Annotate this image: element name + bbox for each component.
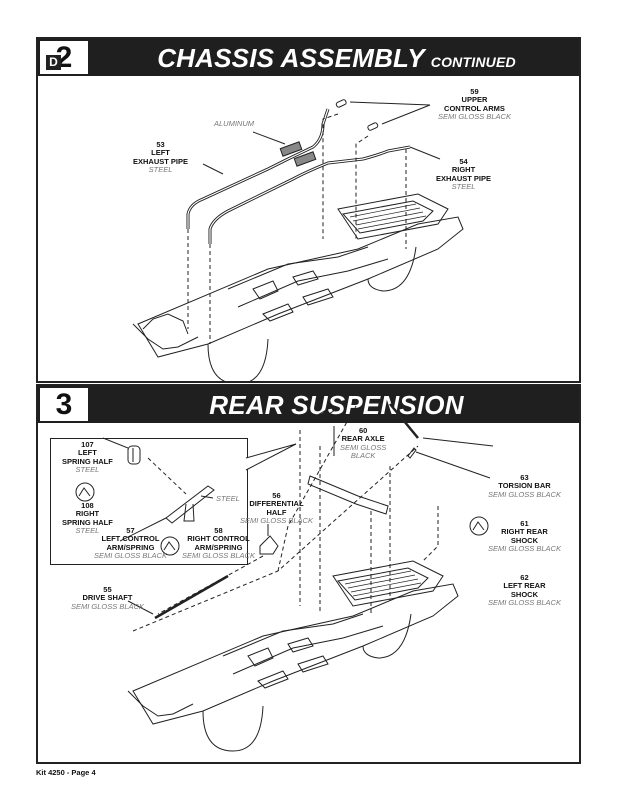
part-108-label: 108 RIGHT SPRING HALF STEEL (62, 501, 113, 535)
part-name-line2: ARM/SPRING (106, 542, 155, 552)
step-title: REAR SUSPENSION (209, 390, 464, 420)
part-name-line1: RIGHT CONTROL (187, 534, 250, 544)
page-footer: Kit 4250 - Page 4 (36, 768, 96, 777)
part-name-line1: LEFT REAR (503, 581, 546, 591)
part-number: 56 (272, 491, 281, 500)
part-number: 61 (520, 519, 529, 528)
upper-arm-1 (335, 99, 347, 108)
part-name-line2: EXHAUST PIPE (133, 156, 189, 166)
part-name-line1: LEFT (151, 148, 170, 158)
part-62-label: 62 LEFT REAR SHOCK SEMI GLOSS BLACK (488, 573, 561, 607)
left-exhaust-pipe-drawing (186, 108, 330, 229)
torsion-bar-drawing (389, 403, 419, 439)
mirror-part-icon (469, 516, 489, 536)
part-name-line2: SHOCK (510, 535, 539, 545)
part-number: 59 (470, 87, 479, 96)
mirror-part-icon (160, 536, 180, 556)
part-finish: STEEL (148, 164, 173, 174)
drive-shaft-drawing (154, 574, 229, 620)
front-wheel-well (207, 338, 269, 381)
spring-half-drawing (127, 445, 141, 465)
aluminum-label: ALUMINUM (214, 119, 255, 128)
part-finish: SEMI GLOSS BLACK (240, 515, 313, 525)
part-number: 58 (214, 526, 223, 535)
part-61-label: 61 RIGHT REAR SHOCK SEMI GLOSS BLACK (488, 519, 561, 553)
control-arm-drawing (165, 485, 215, 524)
part-55-label: 55 DRIVE SHAFT SEMI GLOSS BLACK (71, 585, 144, 611)
part-name-line1: TORSION BAR (498, 481, 551, 491)
part-name-line1: DRIVE SHAFT (82, 593, 133, 603)
muffler-left (279, 141, 303, 157)
rear-suspension-diagram (75, 403, 494, 752)
part-57-label: 57 LEFT CONTROL ARM/SPRING SEMI GLOSS BL… (94, 526, 167, 560)
step-title-text: CHASSIS ASSEMBLY (157, 43, 425, 73)
part-number: 62 (520, 573, 529, 582)
chassis-frame-drawing (127, 560, 459, 752)
rear-axle-drawing (307, 475, 389, 515)
upper-arm-2 (367, 122, 379, 131)
steel-label: STEEL (216, 494, 240, 503)
part-number: 60 (358, 426, 368, 435)
part-name-line2: ARM/SPRING (194, 542, 243, 552)
part-finish: SEMI GLOSS BLACK (71, 601, 144, 611)
part-number: 53 (156, 140, 165, 149)
part-finish: BLACK (350, 450, 376, 460)
rear-wheel-well (367, 246, 417, 292)
part-56-label: 56 DIFFERENTIAL HALF SEMI GLOSS BLACK (240, 491, 313, 525)
part-finish: SEMI GLOSS BLACK (94, 550, 167, 560)
rear-shock-drawing (407, 447, 417, 459)
part-name-line1: RIGHT (451, 165, 476, 175)
part-name-line1: RIGHT REAR (501, 527, 548, 537)
part-finish: SEMI GLOSS (340, 442, 387, 452)
front-wheel-well (202, 705, 264, 752)
part-number: 63 (520, 473, 529, 482)
part-60-label: 60 REAR AXLE SEMI GLOSS BLACK (340, 426, 387, 460)
step-3-header: 3 REAR SUSPENSION (38, 386, 579, 423)
part-53-label: 53 LEFT EXHAUST PIPE STEEL (133, 140, 189, 174)
part-finish: SEMI GLOSS BLACK (488, 543, 561, 553)
part-name-line2: SHOCK (510, 589, 539, 599)
step-title-suffix: CONTINUED (430, 54, 516, 70)
part-finish: STEEL (75, 525, 100, 535)
part-name-line1: LEFT (78, 448, 97, 458)
chassis-exhaust-diagram (132, 99, 464, 381)
mirror-part-icon (75, 482, 95, 502)
step-number: 3 (40, 388, 88, 421)
part-name-line1: DIFFERENTIAL (249, 499, 304, 509)
part-63-label: 63 TORSION BAR SEMI GLOSS BLACK (488, 473, 561, 499)
part-name-line2: EXHAUST PIPE (436, 173, 492, 183)
part-number: 55 (103, 585, 112, 594)
part-finish: SEMI GLOSS BLACK (488, 597, 561, 607)
differential-half-drawing (259, 535, 279, 555)
part-59-label: 59 UPPER CONTROL ARMS SEMI GLOSS BLACK (438, 87, 511, 121)
part-name-line1: LEFT CONTROL (101, 534, 160, 544)
part-finish: SEMI GLOSS BLACK (182, 550, 255, 560)
part-number: 107 (81, 440, 94, 449)
sub-step-badge: D (46, 55, 61, 70)
part-name-line2: SPRING HALF (62, 456, 113, 466)
part-number: 108 (81, 501, 94, 510)
part-name-line2: SPRING HALF (62, 517, 113, 527)
part-name-line2: CONTROL ARMS (444, 103, 505, 113)
part-name-line1: RIGHT (75, 509, 100, 519)
muffler-right (293, 151, 317, 167)
part-number: 57 (126, 526, 135, 535)
step-3-panel: 3 REAR SUSPENSION (36, 384, 581, 764)
part-finish: SEMI GLOSS BLACK (488, 489, 561, 499)
part-number: 54 (459, 157, 468, 166)
part-name-line1: UPPER (461, 95, 488, 105)
rear-wheel-well (362, 613, 412, 659)
part-finish: STEEL (451, 181, 476, 191)
part-58-label: 58 RIGHT CONTROL ARM/SPRING SEMI GLOSS B… (182, 526, 255, 560)
part-54-label: 54 RIGHT EXHAUST PIPE STEEL (436, 157, 492, 191)
part-107-label: 107 LEFT SPRING HALF STEEL (62, 440, 113, 474)
step-title: CHASSIS ASSEMBLY CONTINUED (94, 39, 579, 76)
part-name-line1: REAR AXLE (341, 434, 385, 444)
part-name-line2: HALF (266, 507, 287, 517)
part-finish: STEEL (75, 464, 100, 474)
chassis-frame-drawing (132, 193, 464, 381)
part-finish: SEMI GLOSS BLACK (438, 111, 511, 121)
